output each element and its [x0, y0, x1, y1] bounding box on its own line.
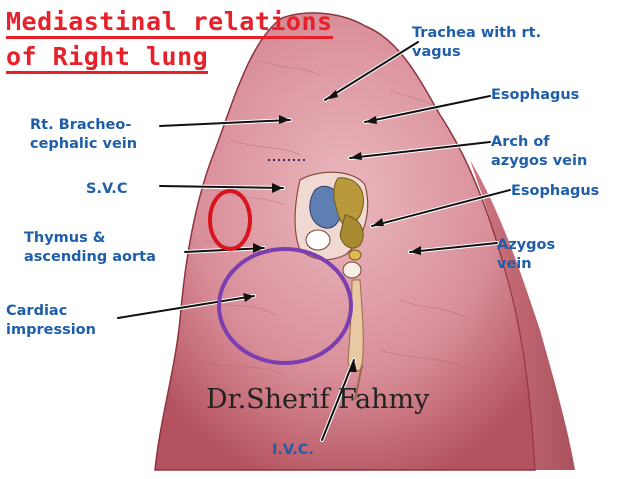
title-line-1-text: Mediastinal relations — [6, 7, 333, 39]
lymph-node-2 — [348, 249, 362, 261]
pulmonary-ligament — [354, 364, 363, 401]
title-line-2-text: of Right lung — [6, 42, 209, 74]
label-ivc: I.V.C. — [272, 442, 314, 458]
vessel-olive-2 — [339, 214, 364, 249]
label-esophagus-mid: Esophagus — [511, 183, 600, 199]
label-trachea: Trachea with rt. vagus — [412, 25, 542, 60]
label-cardiac-impression: Cardiac impression — [6, 303, 96, 338]
lung-cut-edge — [470, 160, 575, 470]
title-line-2: of Right lung — [6, 39, 333, 74]
label-bracheocephalic-vein: Rt. Bracheo- cephalic vein — [30, 117, 138, 152]
label-arch-of-azygos: Arch of azygos vein — [491, 134, 588, 169]
title-line-1: Mediastinal relations — [6, 4, 333, 39]
cardiac-circle — [217, 247, 353, 365]
bronchus-white — [305, 229, 331, 251]
page-title: Mediastinal relations of Right lung — [6, 4, 333, 74]
label-thymus-aorta: Thymus & ascending aorta — [24, 230, 156, 265]
lymph-node-1 — [342, 261, 362, 279]
pointer-lines — [116, 40, 512, 442]
label-azygos-vein: Azygos vein — [497, 237, 556, 272]
label-esophagus-top: Esophagus — [491, 87, 580, 103]
label-svc: S.V.C — [86, 181, 128, 197]
watermark: Dr.Sherif Fahmy — [206, 384, 430, 415]
thymus-circle — [208, 189, 252, 251]
